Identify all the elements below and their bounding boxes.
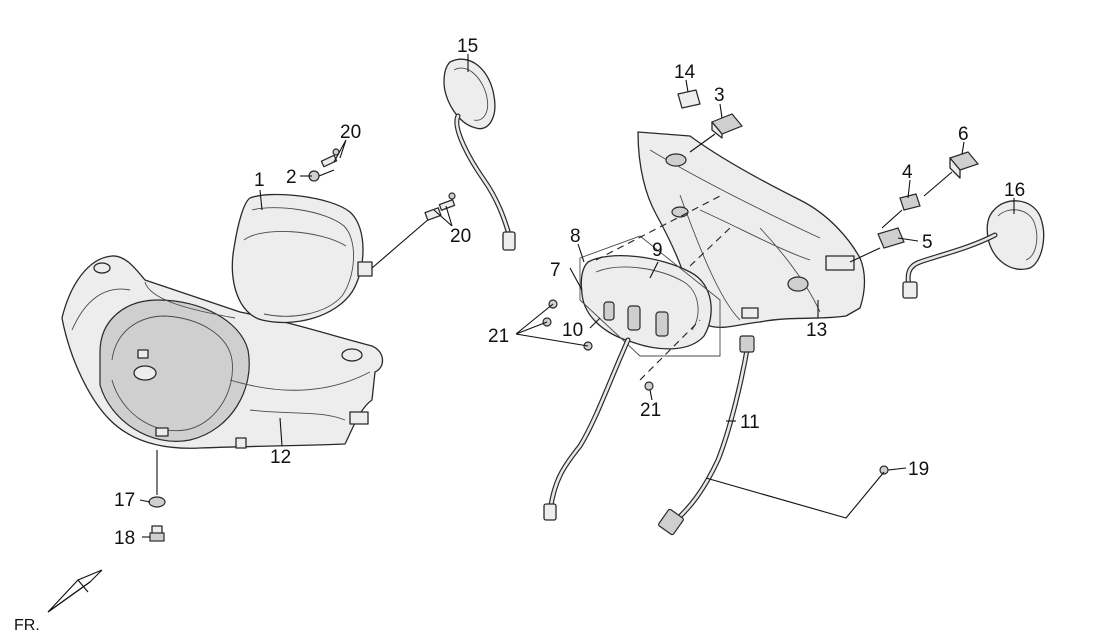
headlight [231,193,373,324]
callout-19-leader [887,467,907,471]
callout-14: 14 [674,62,696,83]
mirror-left [443,58,516,251]
callout-21b: 21 [640,400,661,421]
mirror-right [902,200,1045,299]
washer [148,496,166,508]
connector-4-wire [881,209,903,229]
callout-6-leader [961,141,965,155]
switch-connector-5 [877,227,905,249]
callout-15: 15 [457,36,478,57]
callout-7: 7 [550,260,561,281]
callout-19: 19 [908,459,929,480]
callout-3: 3 [714,85,725,106]
callout-13: 13 [806,320,827,341]
meter-cable-10 [543,337,631,521]
callout-20b: 20 [450,226,471,247]
switch-connector-4 [899,193,921,211]
callout-5: 5 [922,232,933,253]
callout-18: 18 [114,528,135,549]
callout-17: 17 [114,490,135,511]
assembly-line-c [639,319,701,381]
callout-10: 10 [562,320,583,341]
callout-21a-leader [515,303,589,347]
callout-7-leader [569,267,583,291]
assembly-line-b [689,227,731,267]
label-plate [677,89,701,109]
callout-10-leader [589,317,601,329]
callout-2: 2 [286,167,297,188]
connector-5-wire [849,247,881,263]
connector-6-wire [923,171,953,197]
callout-3-leader [719,103,723,119]
callout-4-leader [907,179,911,199]
callout-11: 11 [740,412,760,433]
callout-14-leader [685,79,689,93]
speedometer [580,255,712,350]
switch-connector-3 [711,113,743,139]
front-direction-label: FR. [14,617,40,634]
callout-12: 12 [270,447,291,468]
callout-21a: 21 [488,326,509,347]
cover-bolt [149,525,165,542]
callout-5-leader [897,237,919,242]
clip-leader [705,471,885,519]
callout-9: 9 [652,240,663,261]
callout-20b-leader [433,205,453,227]
headlight-bolt-leader [371,217,431,269]
callout-8-leader [577,243,585,263]
callout-20a-leader [333,139,347,163]
connector-3-wire [689,133,716,153]
group-bracket-7-8 [579,235,721,357]
callout-17-leader [139,499,151,503]
callout-20a: 20 [340,122,361,143]
headlight-screws-upper [308,148,340,182]
callout-9-leader [649,261,659,279]
callout-4: 4 [902,162,913,183]
speedometer-cable [658,335,755,536]
callout-16: 16 [1004,180,1025,201]
callout-1: 1 [254,170,265,191]
callout-1-leader [259,189,263,211]
callout-21b-leader [649,389,653,401]
switch-connector-6 [948,151,980,179]
callout-8: 8 [570,226,581,247]
handlebar-front-cover [61,255,384,449]
headlight-screws-lower [424,192,456,221]
callout-12-leader [279,417,283,447]
front-direction-arrow [47,569,103,613]
callout-6: 6 [958,124,969,145]
